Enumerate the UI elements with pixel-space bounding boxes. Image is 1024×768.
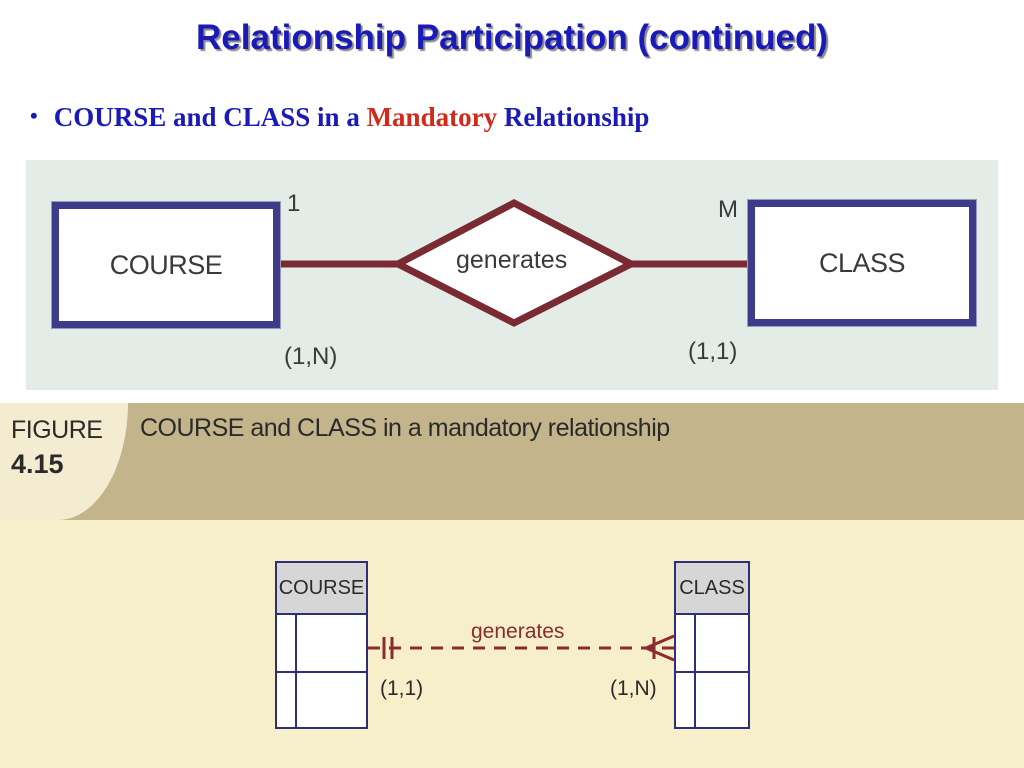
crow-foot-upper	[645, 634, 675, 650]
bullet-prefix: COURSE and CLASS in a	[53, 102, 367, 132]
figure-label-tab: FIGURE 4.15	[0, 403, 128, 520]
bullet-suffix: Relationship	[497, 102, 650, 132]
chen-cardinality-left: 1	[287, 190, 301, 217]
figure-caption: COURSE and CLASS in a mandatory relation…	[140, 414, 670, 442]
crow-connector-svg	[368, 634, 675, 662]
figure-label: FIGURE	[11, 416, 103, 444]
crow-class-key-column	[694, 615, 696, 727]
chen-entity-class: CLASS	[747, 199, 977, 327]
crow-entity-course-name: COURSE	[277, 563, 366, 615]
chen-entity-course: COURSE	[51, 201, 281, 329]
crows-foot-diagram: COURSE CLASS generates (1,1) (1,N)	[0, 520, 1024, 768]
bullet-point: • COURSE and CLASS in a Mandatory Relatio…	[30, 102, 649, 133]
crow-entity-course: COURSE	[275, 561, 368, 729]
crow-course-key-column	[295, 615, 297, 727]
chen-cardinality-right: M	[718, 196, 738, 223]
chen-relationship-label: generates	[456, 246, 568, 274]
chen-connector-svg	[280, 199, 748, 327]
chen-er-diagram: COURSE CLASS generates 1 M (1,N) (1,1)	[26, 160, 998, 390]
chen-participation-left: (1,N)	[284, 343, 338, 370]
crow-relationship-label: generates	[471, 620, 565, 643]
crow-class-row	[676, 615, 748, 673]
bullet-dot-icon: •	[30, 103, 38, 128]
crow-foot-lower	[645, 646, 675, 662]
chen-relationship-diamond	[390, 199, 639, 327]
slide-title: Relationship Participation (continued)	[196, 18, 828, 57]
bullet-emphasis: Mandatory	[366, 102, 498, 132]
crow-entity-class-name: CLASS	[676, 563, 748, 615]
crow-cardinality-right: (1,N)	[610, 677, 657, 700]
crow-entity-class: CLASS	[674, 561, 750, 729]
figure-caption-band: FIGURE 4.15 COURSE and CLASS in a mandat…	[0, 403, 1024, 520]
crow-course-row	[277, 615, 366, 673]
crow-cardinality-left: (1,1)	[380, 677, 424, 700]
chen-participation-right: (1,1)	[688, 338, 738, 365]
figure-number: 4.15	[11, 449, 64, 479]
